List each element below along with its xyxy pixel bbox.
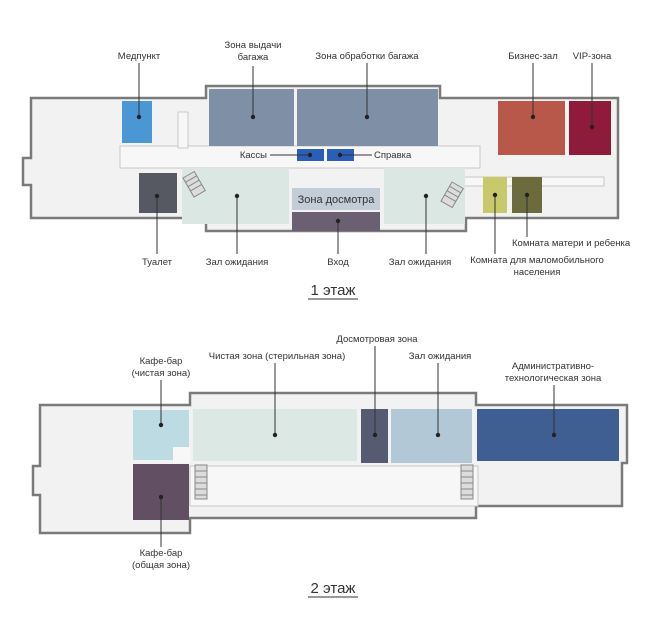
floor-1-title: 1 этаж (311, 282, 356, 299)
medpunkt-room (122, 101, 152, 143)
label-business-hall: Бизнес-зал (508, 51, 558, 62)
label-admin-line1: Административно- (512, 361, 594, 372)
label-cafe-clean-line1: Кафе-бар (140, 356, 183, 367)
label-spravka: Справка (374, 150, 412, 161)
label-entrance: Вход (327, 257, 349, 268)
stairs-left-floor-2 (194, 464, 208, 500)
label-screening-2: Досмотровая зона (336, 334, 418, 345)
label-cafe-public-line2: (общая зона) (132, 560, 190, 571)
floor-2-corridor (189, 465, 479, 507)
waiting-hall-floor-2 (391, 409, 472, 463)
admin-tech-zone (477, 409, 619, 461)
label-baggage-processing: Зона обработки багажа (315, 51, 419, 62)
floor-2-plan: Кафе-бар (чистая зона) Чистая зона (стер… (31, 334, 629, 598)
business-hall (498, 101, 565, 155)
stairs-right-floor-1 (440, 181, 464, 209)
label-waiting-2: Зал ожидания (409, 351, 472, 362)
vip-zone (569, 101, 611, 155)
label-baggage-claim-line2: багажа (238, 52, 269, 63)
floor-1-corridor-stub (177, 111, 189, 149)
label-clean-zone: Чистая зона (стерильная зона) (209, 351, 345, 362)
label-cafe-public-line1: Кафе-бар (140, 548, 183, 559)
floor-1-plan: Зона досмотра (21, 40, 631, 300)
label-toilet: Туалет (142, 257, 173, 268)
label-cafe-clean-line2: (чистая зона) (132, 368, 191, 379)
stairs-right-floor-2 (460, 464, 474, 500)
screening-zone-label: Зона досмотра (298, 194, 376, 206)
label-mother-child: Комната матери и ребенка (512, 238, 631, 249)
label-admin-line2: технологическая зона (505, 373, 602, 384)
label-waiting-right: Зал ожидания (389, 257, 452, 268)
cafe-bar-clean-notch (173, 447, 190, 463)
floor-1-marker-dots (136, 114, 595, 224)
label-reduced-mobility-line1: Комната для маломобильного (470, 255, 604, 266)
label-waiting-left: Зал ожидания (206, 257, 269, 268)
screening-zone (292, 188, 380, 210)
label-baggage-claim-line1: Зона выдачи (225, 40, 282, 51)
stairs-left-floor-1 (182, 170, 206, 198)
label-vip: VIP-зона (573, 51, 612, 62)
toilet-room (139, 173, 177, 213)
floor-2-title: 2 этаж (311, 580, 356, 597)
floor-2-marker-dots (158, 422, 557, 500)
label-reduced-mobility-line2: населения (514, 267, 561, 278)
label-medpunkt: Медпункт (118, 51, 161, 62)
label-kassy: Кассы (240, 150, 267, 161)
